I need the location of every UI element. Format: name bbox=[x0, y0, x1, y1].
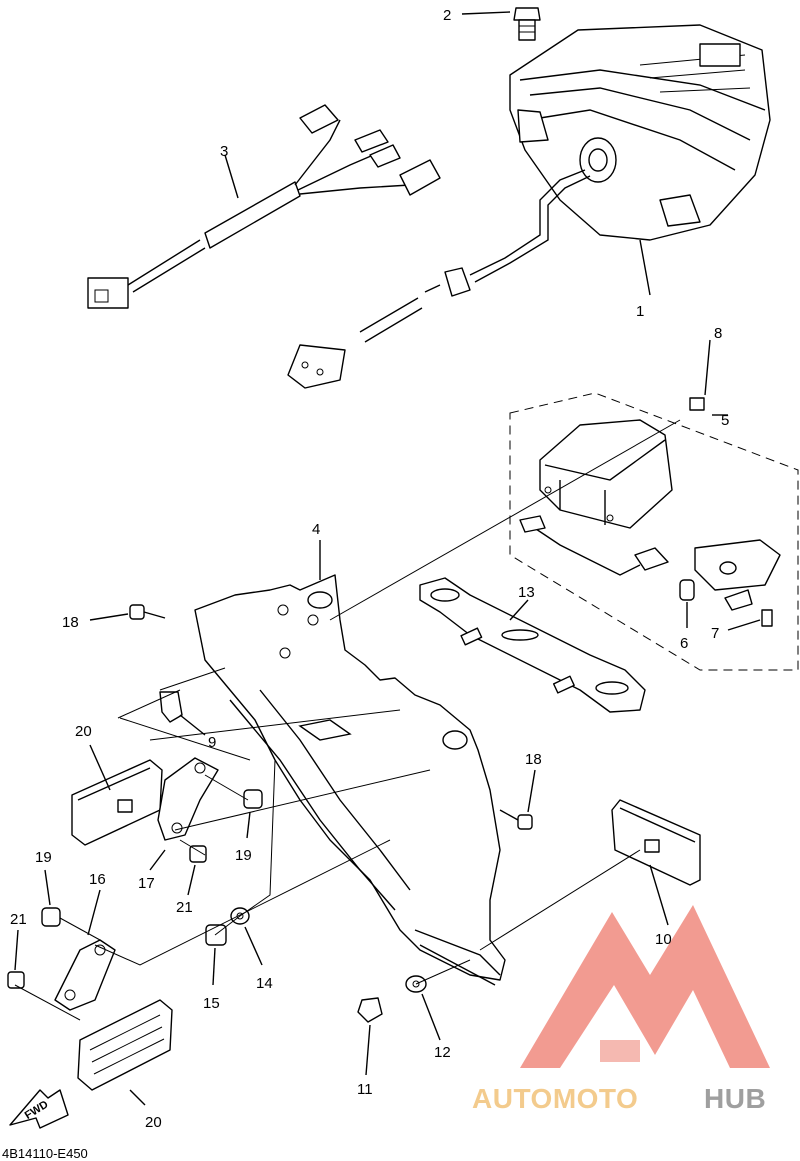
part-3-wire-harness[interactable] bbox=[87, 104, 441, 309]
callout-15: 15 bbox=[203, 995, 220, 1012]
callout-21-lower: 21 bbox=[10, 911, 27, 928]
part-10-reflector[interactable] bbox=[611, 799, 701, 926]
part-12-washer[interactable] bbox=[405, 975, 441, 1041]
part-17-bracket[interactable] bbox=[149, 757, 219, 871]
part-19-collar-upper[interactable] bbox=[243, 789, 263, 839]
callout-20-upper: 20 bbox=[75, 723, 92, 740]
part-6-bulb[interactable] bbox=[679, 579, 695, 628]
callout-5: 5 bbox=[721, 412, 729, 429]
callout-labels: 1 2 3 4 5 6 7 8 9 10 11 12 13 14 15 16 1… bbox=[10, 7, 729, 1131]
callout-4: 4 bbox=[312, 521, 320, 538]
part-11-nut[interactable] bbox=[357, 997, 383, 1076]
part-8-screw[interactable] bbox=[689, 339, 711, 411]
part-18-bolt-upper[interactable] bbox=[89, 604, 166, 621]
part-5-license-light[interactable] bbox=[519, 414, 728, 576]
callout-10: 10 bbox=[655, 931, 672, 948]
diagram-code: 4B14110-E450 bbox=[2, 1146, 88, 1161]
part-13-reflector-stay[interactable] bbox=[419, 577, 646, 713]
callout-21-upper: 21 bbox=[176, 899, 193, 916]
callout-6: 6 bbox=[680, 635, 688, 652]
fwd-arrow-icon: FWD bbox=[9, 1089, 69, 1129]
callout-17: 17 bbox=[138, 875, 155, 892]
part-2-screw[interactable] bbox=[461, 7, 541, 41]
watermark-text-secondary: HUB bbox=[704, 1083, 766, 1114]
part-21-nut-upper[interactable] bbox=[187, 845, 207, 896]
part-19-collar-lower[interactable] bbox=[41, 869, 61, 927]
callout-13: 13 bbox=[518, 584, 535, 601]
part-4-license-bracket[interactable] bbox=[194, 540, 506, 986]
part-7-socket-screw[interactable] bbox=[694, 539, 781, 631]
callout-7: 7 bbox=[711, 625, 719, 642]
callout-14: 14 bbox=[256, 975, 273, 992]
callout-16: 16 bbox=[89, 871, 106, 888]
part-20-reflector-upper[interactable] bbox=[71, 744, 163, 846]
callout-11: 11 bbox=[357, 1081, 373, 1098]
callout-18-lower: 18 bbox=[525, 751, 542, 768]
callout-9: 9 bbox=[208, 734, 216, 751]
part-21-nut-lower[interactable] bbox=[7, 929, 25, 989]
callout-8: 8 bbox=[714, 325, 722, 342]
watermark-logo: AUTOMOTO HUB bbox=[472, 905, 770, 1114]
callout-20-lower: 20 bbox=[145, 1114, 162, 1131]
callout-19-lower: 19 bbox=[35, 849, 52, 866]
part-9-clip[interactable] bbox=[159, 691, 206, 736]
callout-19-upper: 19 bbox=[235, 847, 252, 864]
part-14-washer[interactable] bbox=[230, 907, 263, 966]
part-1-tail-light[interactable] bbox=[287, 24, 771, 389]
callout-18-upper: 18 bbox=[62, 614, 79, 631]
part-20-reflector-lower[interactable] bbox=[77, 999, 173, 1106]
alignment-lines bbox=[14, 419, 681, 1021]
callout-2: 2 bbox=[443, 7, 451, 24]
callout-1: 1 bbox=[636, 303, 644, 320]
watermark-text-primary: AUTOMOTO bbox=[472, 1083, 638, 1114]
callout-3: 3 bbox=[220, 143, 228, 160]
part-16-bracket[interactable] bbox=[54, 889, 116, 1011]
part-18-bolt-lower[interactable] bbox=[499, 769, 536, 830]
callout-12: 12 bbox=[434, 1044, 451, 1061]
